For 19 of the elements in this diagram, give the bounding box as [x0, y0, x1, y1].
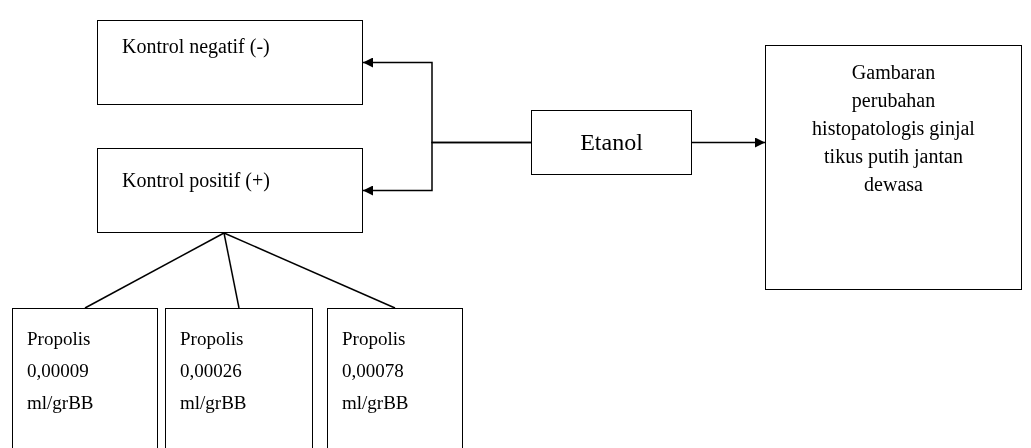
box-label: Propolis 0,00026 ml/grBB [180, 327, 248, 415]
arrow [691, 137, 766, 148]
process-box [165, 308, 313, 448]
box-label: Kontrol negatif (-) [122, 35, 270, 58]
process-box [531, 110, 692, 175]
box-label: Gambaran perubahan histopatologis ginjal tikus putih jantan dewasa [811, 60, 976, 197]
connector-line [223, 232, 240, 309]
connector-line [84, 232, 225, 309]
process-box [97, 20, 363, 105]
process-box [765, 45, 1022, 290]
box-label: Etanol [580, 129, 643, 156]
connector-line [223, 232, 396, 309]
box-label: Kontrol positif (+) [122, 169, 270, 192]
process-box [97, 148, 363, 233]
box-label: Propolis 0,00009 ml/grBB [27, 327, 95, 415]
process-box [327, 308, 463, 448]
process-box [12, 308, 158, 448]
arrow [362, 141, 532, 196]
box-label: Propolis 0,00078 ml/grBB [342, 327, 410, 415]
